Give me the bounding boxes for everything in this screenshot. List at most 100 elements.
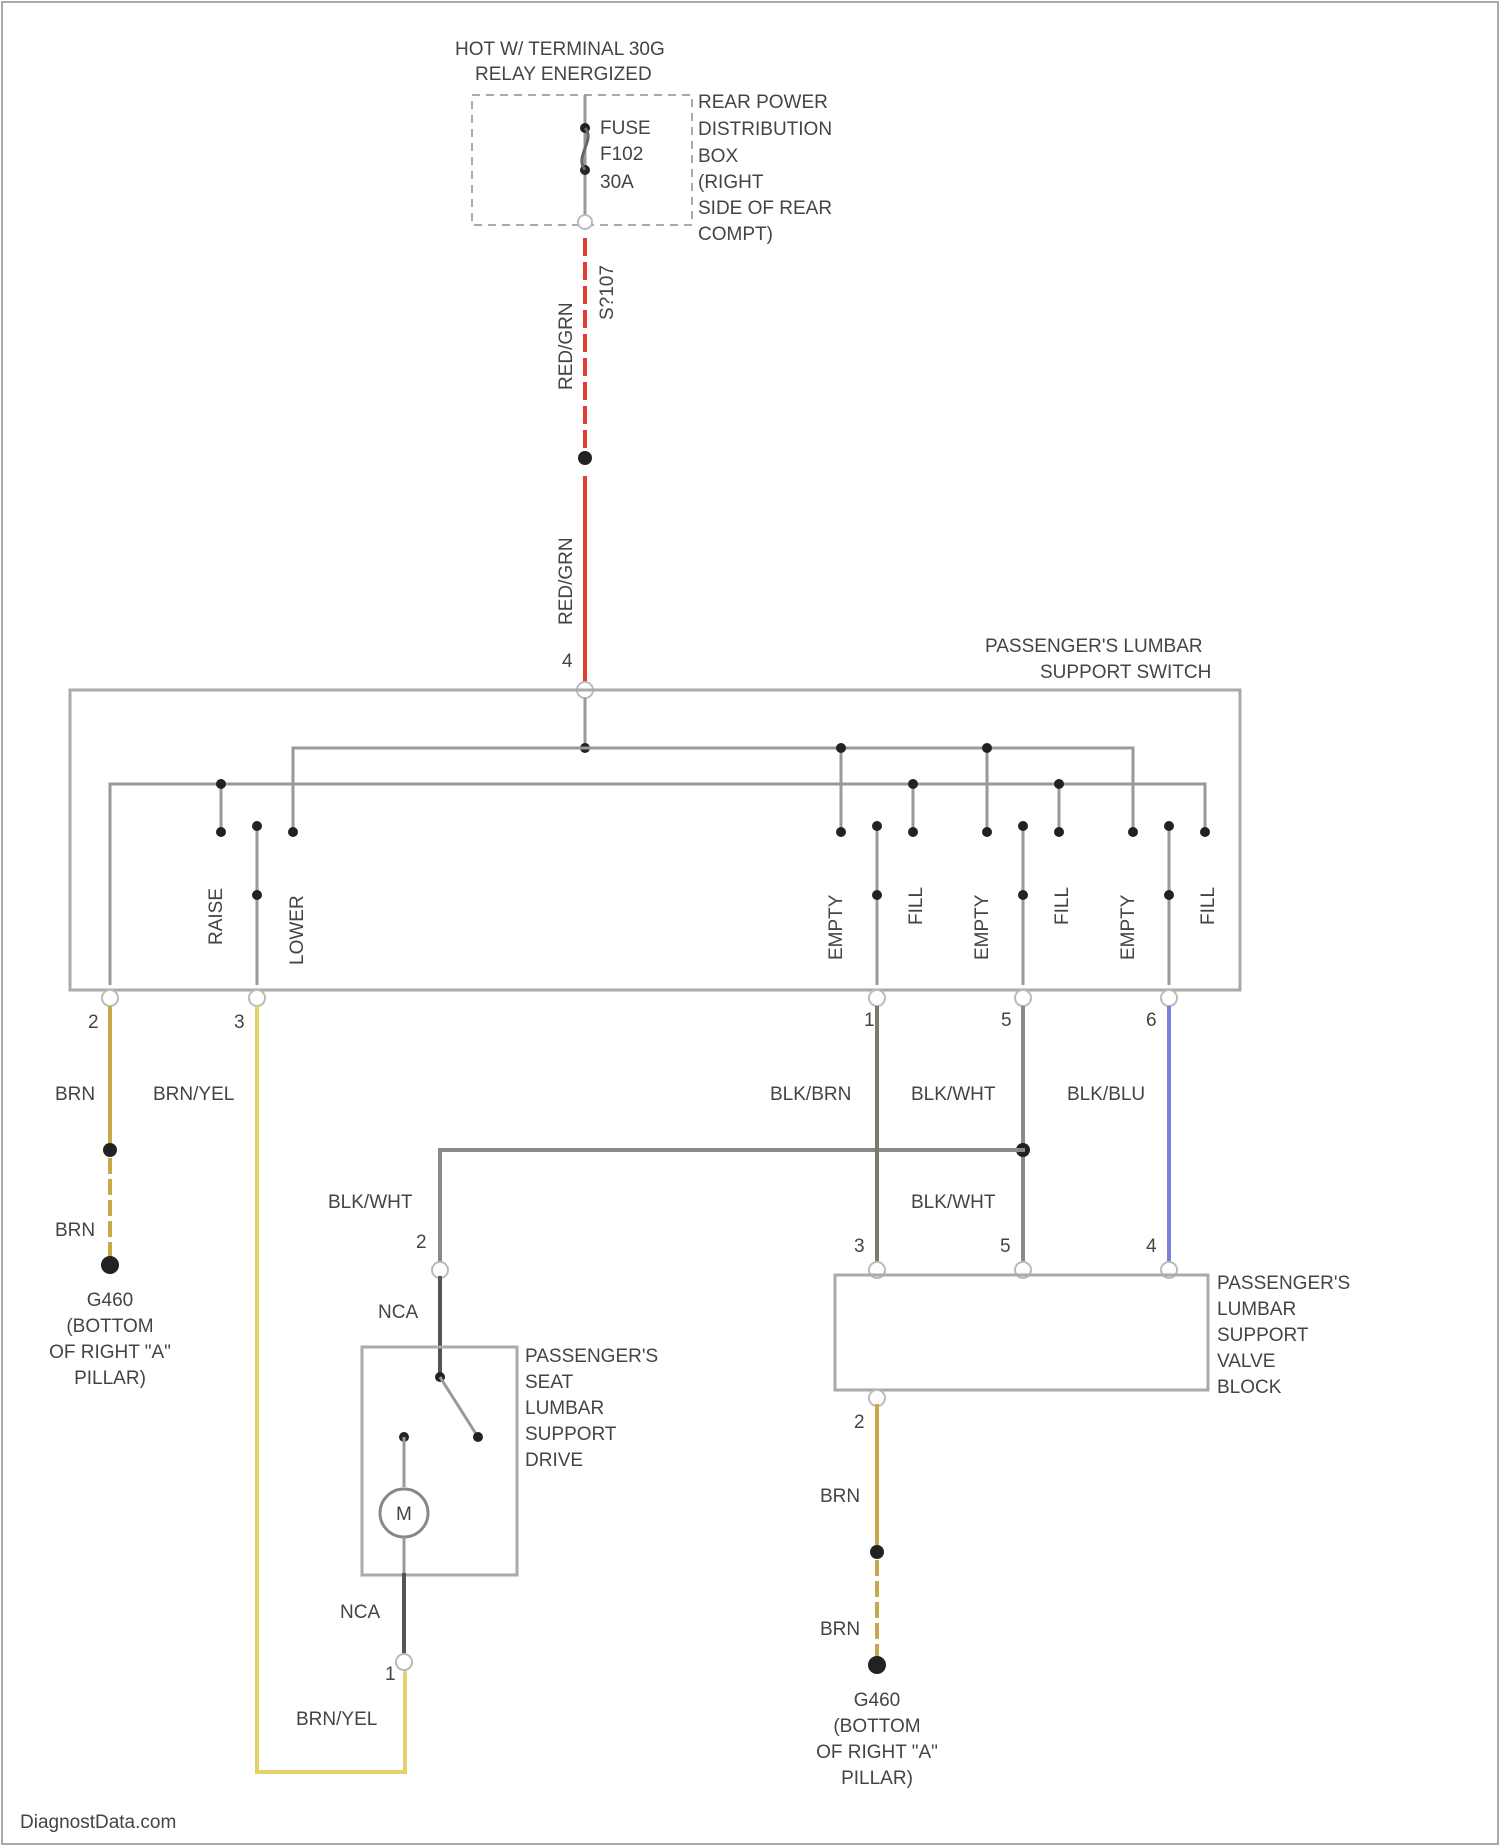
g2-empty-contact [982, 827, 992, 837]
switch-box [70, 690, 1240, 990]
switch-pin-label-5: 5 [1001, 1010, 1012, 1031]
contact-label-empty-3: EMPTY [1118, 894, 1139, 960]
ground-label-right: G460 (BOTTOM OF RIGHT "A" PILLAR) [816, 1690, 938, 1789]
lumbar-drive: M PASSENGER'S SEAT LUMBAR SUPPORT DRIVE [362, 1346, 658, 1575]
fuse-location-2: DISTRIBUTION [698, 119, 832, 140]
switch-input-pin-label: 4 [562, 651, 573, 672]
drive-name-line4: SUPPORT [525, 1424, 617, 1445]
ground-left-line2: (BOTTOM [66, 1316, 153, 1337]
footer-watermark: DiagnostData.com [20, 1812, 176, 1833]
switch-pin-label-6: 6 [1146, 1010, 1157, 1031]
wire-brn-yel-loop [257, 1008, 405, 1772]
fuse-location-4: (RIGHT [698, 172, 764, 193]
ground-right-line4: PILLAR) [841, 1768, 913, 1789]
g1-fill-contact [908, 827, 918, 837]
drive-name-line5: DRIVE [525, 1450, 583, 1471]
contact-label-fill-1: FILL [906, 887, 927, 925]
drive-top-pin-label: 2 [416, 1232, 427, 1253]
ground-dot-right [868, 1656, 886, 1674]
drive-bottom-pin-label: 1 [385, 1664, 396, 1685]
ground-right-line2: (BOTTOM [833, 1716, 920, 1737]
wire-label-blk-wht-2: BLK/WHT [911, 1192, 996, 1213]
g3-fill-contact [1200, 827, 1210, 837]
contact-label-raise: RAISE [206, 888, 227, 945]
lumbar-switch: PASSENGER'S LUMBAR SUPPORT SWITCH RAISE … [70, 636, 1240, 990]
ground-right-line3: OF RIGHT "A" [816, 1742, 938, 1763]
motor-label: M [396, 1504, 412, 1525]
splice-dot [578, 451, 592, 465]
g3-wiper-mid [1164, 890, 1174, 900]
fuse-header-line2: RELAY ENERGIZED [475, 64, 652, 85]
lower-wiper-mid [252, 890, 262, 900]
ground-label-left: G460 (BOTTOM OF RIGHT "A" PILLAR) [49, 1290, 171, 1389]
wire-label-brn-2: BRN [55, 1220, 95, 1241]
wire-label-red-bottom: RED/GRN [556, 537, 577, 625]
ground-right-line1: G460 [854, 1690, 900, 1711]
g2-fill-bus [1054, 779, 1064, 789]
g2-wiper-mid [1018, 890, 1028, 900]
valve-bottom-pin-label: 2 [854, 1412, 865, 1433]
g3-wiper-top [1164, 821, 1174, 831]
drive-bottom-pin [396, 1654, 412, 1670]
fuse-header-line1: HOT W/ TERMINAL 30G [455, 39, 665, 60]
lower-contact-bus [288, 827, 298, 837]
drive-name-line1: PASSENGER'S [525, 1346, 658, 1367]
g1-wiper-top [872, 821, 882, 831]
switch-name-line1: PASSENGER'S LUMBAR [985, 636, 1203, 657]
wire-label-nca-1: NCA [378, 1302, 418, 1323]
valve-name-line4: VALVE [1217, 1351, 1275, 1372]
drive-name-line3: LUMBAR [525, 1398, 604, 1419]
valve-name-line5: BLOCK [1217, 1377, 1282, 1398]
contact-label-empty-1: EMPTY [826, 894, 847, 960]
valve-name-line3: SUPPORT [1217, 1325, 1309, 1346]
drive-name-line2: SEAT [525, 1372, 574, 1393]
fuse-line-1: FUSE [600, 118, 651, 139]
switch-pin-label-3: 3 [234, 1012, 245, 1033]
valve-block-box [835, 1275, 1208, 1390]
g1-fill-bus [908, 779, 918, 789]
valve-name-line1: PASSENGER'S [1217, 1273, 1350, 1294]
raise-contact [216, 827, 226, 837]
fuse-block: HOT W/ TERMINAL 30G RELAY ENERGIZED FUSE… [455, 39, 832, 245]
valve-pin-label-4: 4 [1146, 1236, 1157, 1257]
contact-label-fill-3: FILL [1198, 887, 1219, 925]
wire-label-brn-1: BRN [55, 1084, 95, 1105]
switch-pin-2 [102, 990, 118, 1006]
contact-label-fill-2: FILL [1052, 887, 1073, 925]
fuse-line-2: F102 [600, 144, 643, 165]
fuse-location-5: SIDE OF REAR [698, 198, 832, 219]
ground-left-line4: PILLAR) [74, 1368, 146, 1389]
fuse-output-pin [578, 215, 592, 229]
wire-label-brn-yel-2: BRN/YEL [296, 1709, 377, 1730]
g1-empty-contact [836, 827, 846, 837]
switch-pin-label-2: 2 [88, 1012, 99, 1033]
wire-label-blk-wht-1: BLK/WHT [911, 1084, 996, 1105]
drive-switch-contact-right [473, 1432, 483, 1442]
lower-wiper-top [252, 821, 262, 831]
ground-dot-left [101, 1256, 119, 1274]
switch-pin-3 [249, 990, 265, 1006]
g1-wiper-mid [872, 890, 882, 900]
wire-label-blk-blu: BLK/BLU [1067, 1084, 1145, 1105]
raise-bus-dot [216, 779, 226, 789]
ground-splice-right [870, 1545, 884, 1559]
fuse-location-6: COMPT) [698, 224, 773, 245]
switch-name-line2: SUPPORT SWITCH [1040, 662, 1211, 683]
switch-pin-5 [1015, 990, 1031, 1006]
valve-pin-label-5: 5 [1000, 1236, 1011, 1257]
wire-label-blk-wht-3: BLK/WHT [328, 1192, 413, 1213]
wire-label-blk-brn: BLK/BRN [770, 1084, 851, 1105]
g1-empty-bus [836, 743, 846, 753]
valve-pin-label-3: 3 [854, 1236, 865, 1257]
valve-name-line2: LUMBAR [1217, 1299, 1296, 1320]
g3-empty-contact [1128, 827, 1138, 837]
drive-top-pin [432, 1262, 448, 1278]
drive-switch-arm [440, 1377, 478, 1437]
switch-pin-6 [1161, 990, 1177, 1006]
g2-fill-contact [1054, 827, 1064, 837]
switch-pin-1 [869, 990, 885, 1006]
ground-left-line1: G460 [87, 1290, 133, 1311]
fuse-location-3: BOX [698, 146, 738, 167]
wire-label-brn-4: BRN [820, 1619, 860, 1640]
